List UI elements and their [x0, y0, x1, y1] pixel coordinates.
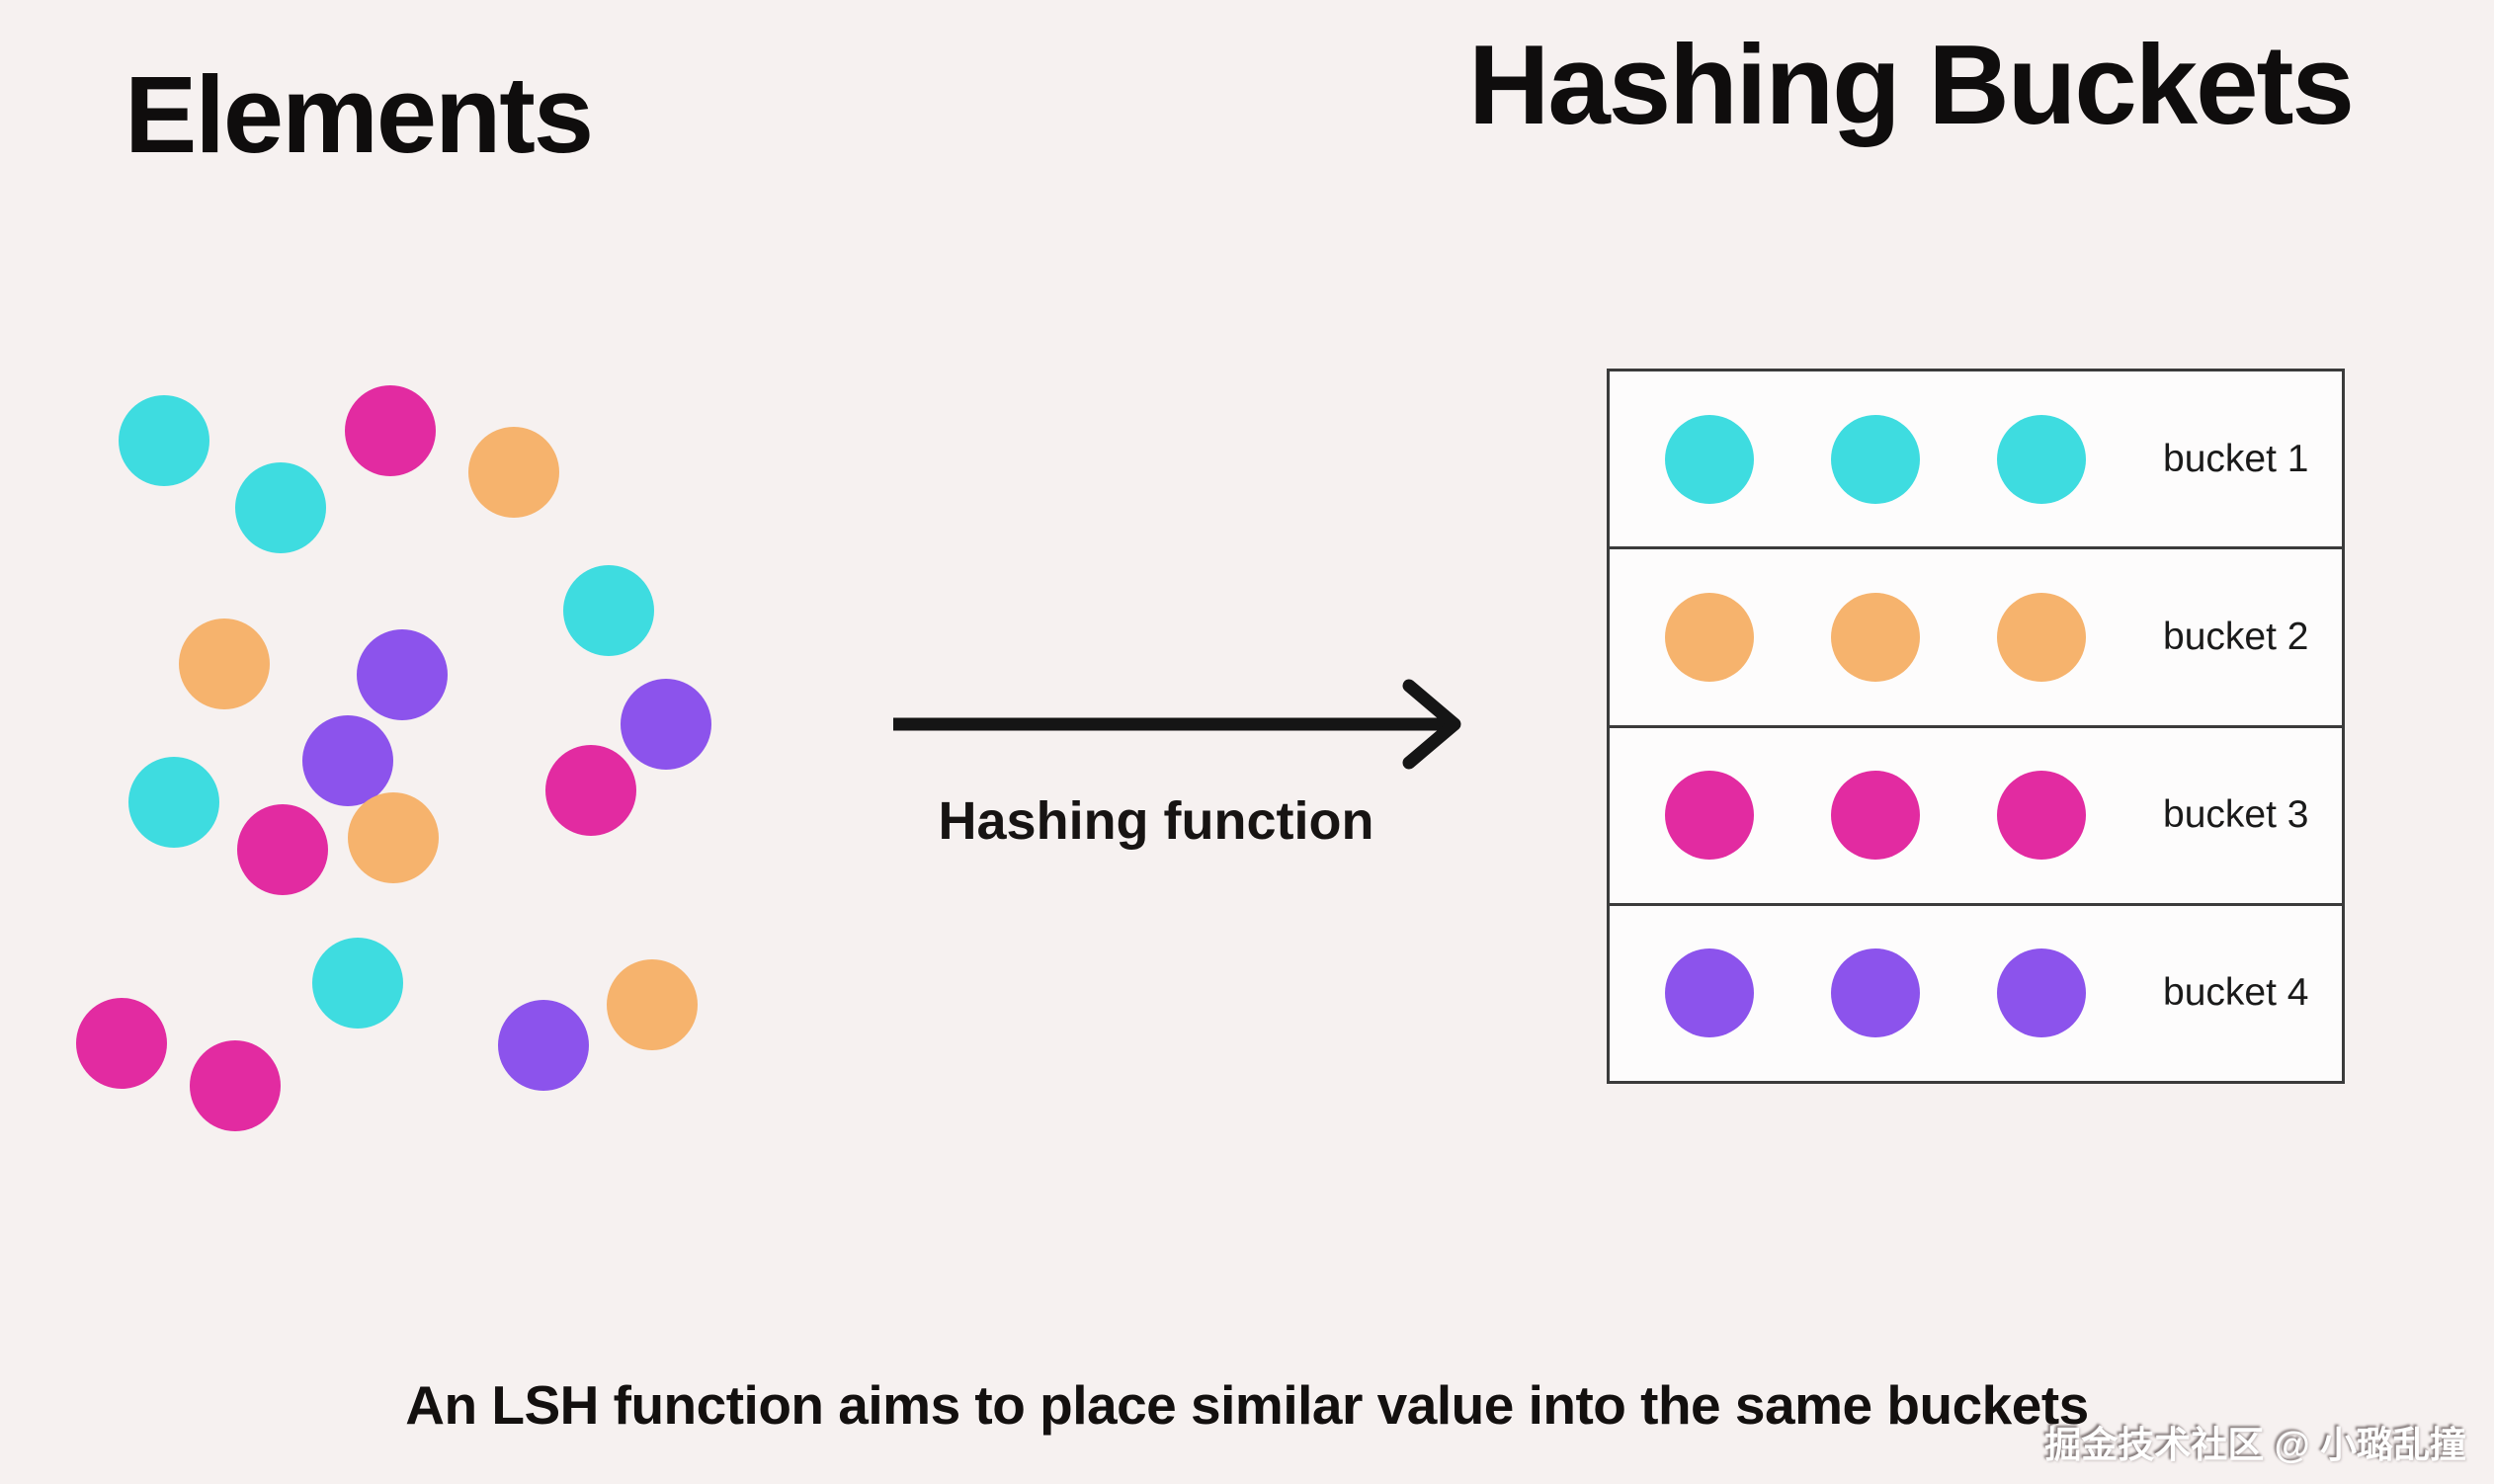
- cyan-element-dot: [563, 565, 654, 656]
- cyan-element-dot: [312, 938, 403, 1029]
- elements-title: Elements: [125, 54, 594, 176]
- magenta-bucket-dot: [1665, 771, 1754, 861]
- purple-element-dot: [302, 715, 393, 806]
- bucket-row-4: bucket 4: [1610, 905, 2342, 1081]
- magenta-bucket-dot: [1997, 771, 2086, 861]
- orange-element-dot: [607, 959, 698, 1050]
- magenta-element-dot: [345, 385, 436, 476]
- purple-bucket-dot: [1665, 948, 1754, 1038]
- purple-bucket-dot: [1831, 948, 1920, 1038]
- bucket-table: bucket 1 bucket 2 bucket 3 bucket 4: [1607, 369, 2345, 1084]
- caption-text: An LSH function aims to place similar va…: [405, 1374, 2089, 1436]
- purple-element-dot: [498, 1000, 589, 1091]
- bucket-row-3: bucket 3: [1610, 727, 2342, 906]
- bucket-label: bucket 3: [2163, 793, 2309, 837]
- orange-bucket-dot: [1665, 592, 1754, 682]
- watermark-text: 掘金技术社区 @ 小璐乱撞: [2044, 1425, 2466, 1465]
- purple-element-dot: [621, 679, 711, 770]
- orange-bucket-dot: [1997, 592, 2086, 682]
- orange-element-dot: [348, 792, 439, 883]
- cyan-element-dot: [119, 395, 209, 486]
- hashing-buckets-title: Hashing Buckets: [1468, 23, 2355, 148]
- magenta-element-dot: [190, 1040, 281, 1131]
- cyan-bucket-dot: [1665, 414, 1754, 504]
- cyan-element-dot: [235, 462, 326, 553]
- bucket-row-1: bucket 1: [1610, 371, 2342, 550]
- orange-bucket-dot: [1831, 592, 1920, 682]
- magenta-element-dot: [76, 998, 167, 1089]
- magenta-element-dot: [545, 745, 636, 836]
- purple-bucket-dot: [1997, 948, 2086, 1038]
- arrow-icon: [893, 679, 1461, 770]
- purple-element-dot: [357, 629, 448, 720]
- bucket-label: bucket 4: [2163, 971, 2309, 1015]
- cyan-bucket-dot: [1831, 414, 1920, 504]
- bucket-row-2: bucket 2: [1610, 549, 2342, 728]
- cyan-bucket-dot: [1997, 414, 2086, 504]
- orange-element-dot: [468, 427, 559, 518]
- cyan-element-dot: [128, 757, 219, 848]
- orange-element-dot: [179, 618, 270, 709]
- bucket-label: bucket 2: [2163, 615, 2309, 658]
- magenta-bucket-dot: [1831, 771, 1920, 861]
- bucket-label: bucket 1: [2163, 437, 2309, 480]
- magenta-element-dot: [237, 804, 328, 895]
- hashing-function-label: Hashing function: [938, 791, 1374, 851]
